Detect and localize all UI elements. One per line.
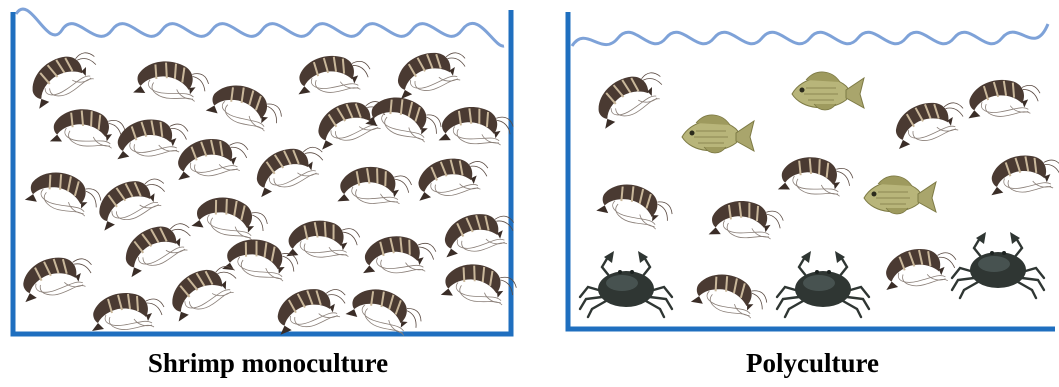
water-surface-right	[572, 24, 1048, 46]
fish-icon	[682, 115, 754, 153]
shrimp-icon	[415, 154, 491, 201]
shrimp-icon	[890, 95, 969, 149]
shrimp-icon	[191, 189, 271, 246]
shrimp-icon	[272, 281, 351, 334]
shrimp-icon	[50, 104, 128, 154]
shrimp-icon	[115, 117, 189, 159]
fish-icon	[864, 176, 936, 214]
polyculture-tank	[568, 12, 1059, 329]
shrimp-icon	[363, 235, 436, 276]
shrimp-icon	[25, 164, 105, 223]
shrimp-icon	[589, 64, 670, 129]
shrimp-icon	[117, 215, 198, 277]
shrimp-icon	[439, 103, 516, 151]
shrimp-icon	[23, 44, 104, 109]
shrimp-icon	[18, 251, 96, 302]
shrimp-icon	[298, 55, 371, 94]
shrimp-icon	[206, 76, 287, 139]
shrimp-icon	[286, 218, 360, 261]
shrimp-icon	[968, 79, 1041, 118]
shrimp-icon	[883, 246, 958, 290]
shrimp-icon	[440, 209, 517, 258]
shrimp-icon	[709, 197, 786, 245]
shrimp-icon	[249, 139, 329, 197]
water-surface-left	[16, 9, 504, 46]
monoculture-caption: Shrimp monoculture	[18, 348, 518, 379]
polyculture-caption: Polyculture	[565, 348, 1059, 379]
shrimp-icon	[441, 258, 520, 311]
crab-icon	[580, 251, 672, 317]
shrimp-icon	[392, 45, 471, 99]
shrimp-icon	[337, 164, 413, 209]
shrimp-icon	[778, 152, 856, 202]
monoculture-organisms	[18, 44, 519, 343]
shrimp-icon	[989, 153, 1059, 195]
shrimp-icon	[691, 266, 771, 325]
shrimp-icon	[312, 93, 392, 149]
monoculture-tank	[13, 9, 519, 343]
polyculture-organisms	[580, 64, 1059, 325]
shrimp-icon	[175, 136, 250, 180]
shrimp-icon	[133, 55, 211, 107]
crab-icon	[777, 251, 869, 317]
fish-icon	[792, 72, 864, 110]
shrimp-icon	[596, 175, 677, 236]
shrimp-icon	[92, 293, 164, 331]
shrimp-icon	[91, 170, 172, 230]
shrimp-icon	[365, 88, 446, 149]
crab-icon	[952, 232, 1044, 298]
